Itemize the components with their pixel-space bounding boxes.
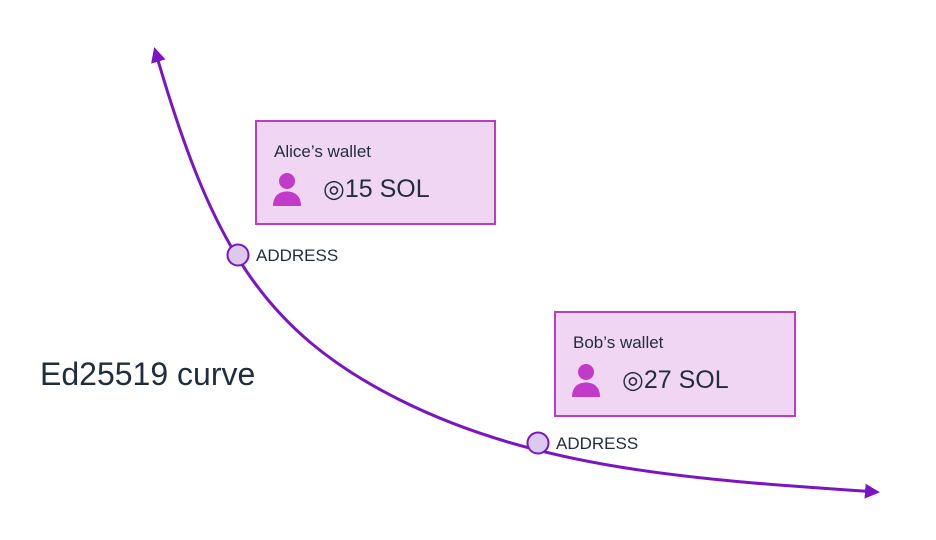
bob-address-label: ADDRESS <box>556 434 639 453</box>
curve-line <box>151 47 880 499</box>
bob-wallet-balance: ◎27 SOL <box>622 366 729 394</box>
alice-address-point <box>226 243 250 267</box>
user-icon <box>273 173 301 206</box>
alice-wallet-balance: ◎15 SOL <box>323 175 430 203</box>
alice-wallet-title: Alice’s wallet <box>274 142 372 161</box>
curve-label: Ed25519 curve <box>40 356 256 392</box>
bob-address-point <box>526 431 550 455</box>
user-icon <box>572 364 600 397</box>
alice-wallet-card: Alice’s wallet ◎15 SOL <box>255 120 496 225</box>
alice-address-label: ADDRESS <box>256 246 339 265</box>
bob-wallet-title: Bob’s wallet <box>573 333 664 352</box>
bob-wallet-card: Bob’s wallet ◎27 SOL <box>554 311 796 417</box>
